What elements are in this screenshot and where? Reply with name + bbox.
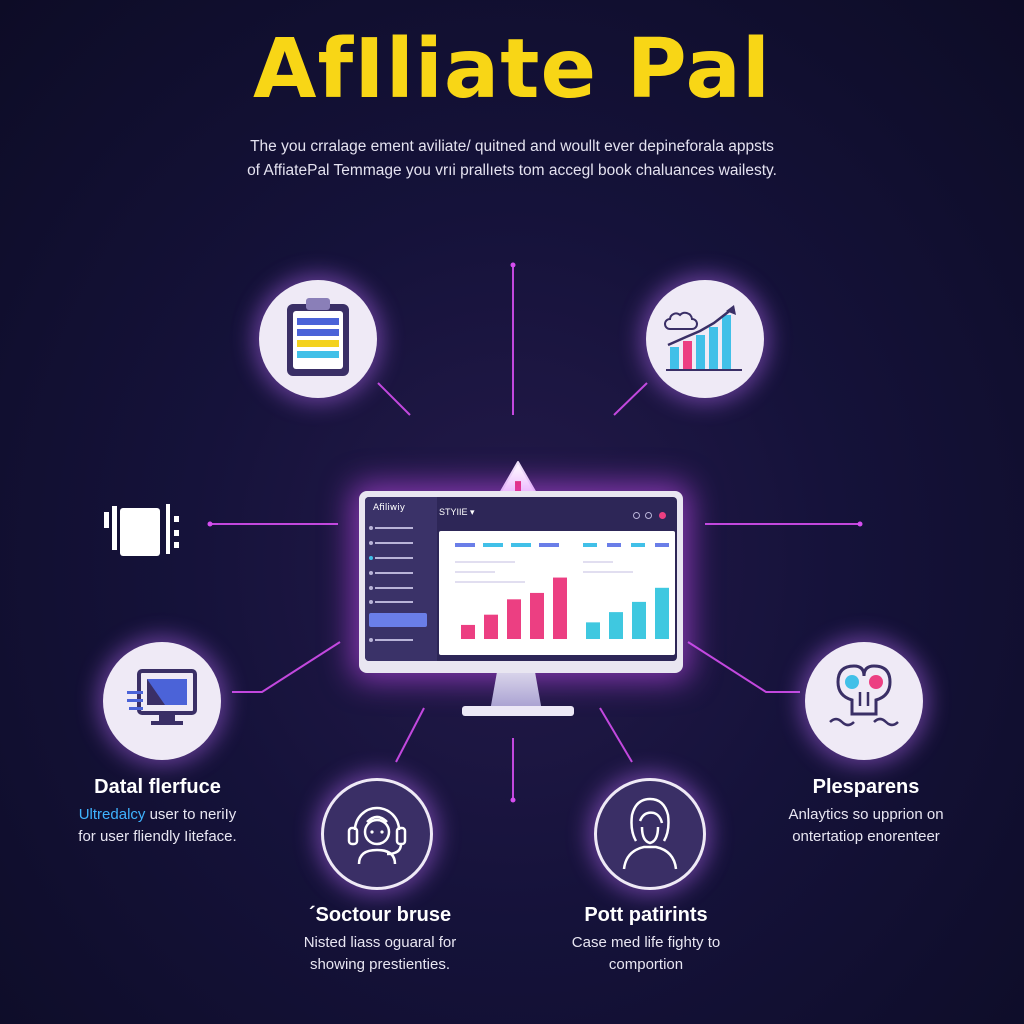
clipboard-node[interactable] — [259, 280, 377, 398]
analytics-desc-line-2: ontertatiop enorenteer — [792, 828, 940, 845]
chart-bar-cyan — [609, 612, 623, 639]
sidebar-bullet — [369, 541, 373, 545]
chart-bar-pink — [484, 614, 498, 639]
growth-chart-node[interactable] — [646, 280, 764, 398]
sidebar-bullet — [369, 571, 373, 575]
sidebar-bullet — [369, 600, 373, 604]
dashboard-brand: Afiliwiy — [373, 503, 406, 513]
sidebar-active-button[interactable] — [369, 613, 427, 627]
monitor-icon — [125, 667, 199, 736]
window-control-icon[interactable] — [645, 512, 652, 519]
sidebar-item[interactable] — [375, 557, 413, 559]
dashboard-screen: Afiliwiy STYIIE ▾ — [365, 497, 677, 661]
secure-desc-line-2: showing prestienties. — [309, 956, 451, 973]
device-node[interactable] — [100, 500, 200, 565]
sidebar-item[interactable] — [375, 601, 413, 603]
intro-text: The you crralage ement aviliate/ quitned… — [150, 135, 874, 183]
dashboard-tab-select[interactable]: STYIIE ▾ — [439, 507, 475, 517]
sidebar-bullet-active — [369, 556, 373, 560]
sidebar-bullet — [369, 638, 373, 642]
right-bar-series — [586, 587, 669, 639]
monitor-stand — [490, 673, 542, 709]
dashboard-sidebar: Afiliwiy — [365, 497, 437, 661]
chart-bar-cyan — [632, 601, 646, 639]
secure-node[interactable] — [321, 778, 433, 890]
data-interface-desc-line-1: Ultredalcy user to neriIy — [60, 804, 255, 826]
sidebar-item[interactable] — [375, 639, 413, 641]
device-icon — [100, 504, 200, 564]
portrait-node[interactable] — [594, 778, 706, 890]
headset-person-icon — [341, 796, 413, 873]
analytics-node[interactable] — [805, 642, 923, 760]
face-icon — [822, 662, 906, 741]
sidebar-item[interactable] — [375, 527, 413, 529]
portrait-desc-line-1: Case med life fighty to — [571, 934, 721, 951]
chart-bar-pink — [507, 599, 521, 639]
sidebar-bullet — [369, 526, 373, 530]
clipboard-icon — [284, 296, 352, 383]
portrait-title: Pott patirints — [584, 904, 708, 926]
chart-bar-pink — [553, 577, 567, 639]
analytics-desc-line-1: Anlaytics so upprion on — [788, 806, 944, 823]
secure-desc-line-1: Nisted liass oguaral for — [303, 934, 457, 951]
left-bar-series — [461, 577, 567, 639]
sidebar-item[interactable] — [375, 542, 413, 544]
data-interface-node[interactable] — [103, 642, 221, 760]
woman-portrait-icon — [614, 793, 686, 876]
sidebar-item[interactable] — [375, 572, 413, 574]
chart-bar-pink — [530, 592, 544, 639]
sidebar-bullet — [369, 586, 373, 590]
dashboard-panel — [439, 531, 675, 655]
portrait-desc-line-2: comportion — [608, 956, 684, 973]
analytics-title: Plesparens — [812, 776, 920, 798]
intro-line-2: of AffiatePal Temmage you vrıi prallıets… — [247, 162, 777, 179]
growth-chart-icon — [662, 301, 748, 378]
monitor-base — [462, 706, 574, 716]
secure-desc: Nisted liass oguaral for showing prestie… — [280, 932, 480, 976]
chart-bar-pink — [461, 624, 475, 639]
sidebar-item[interactable] — [375, 587, 413, 589]
window-close-icon[interactable] — [659, 512, 666, 519]
dashboard-monitor[interactable]: Afiliwiy STYIIE ▾ — [359, 491, 683, 673]
window-control-icon[interactable] — [633, 512, 640, 519]
desc-text: user to neriIy — [145, 806, 237, 823]
data-interface-title: Datal flerfuce — [94, 776, 221, 798]
page-title: AfIliate Pal — [253, 22, 771, 117]
data-interface-desc-line-2: for user fliendly Iiteface. — [78, 828, 237, 845]
intro-line-1: The you crralage ement aviliate/ quitned… — [250, 138, 774, 155]
chart-bar-cyan — [586, 622, 600, 639]
analytics-desc: Anlaytics so upprion on ontertatiop enor… — [756, 804, 976, 848]
dashboard-charts — [455, 543, 669, 639]
chart-bar-cyan — [655, 587, 669, 639]
desc-highlight: Ultredalcy — [78, 806, 146, 823]
secure-title: ´Soctour bruse — [308, 904, 452, 926]
data-interface-desc: Ultredalcy user to neriIy for user flien… — [60, 804, 255, 848]
portrait-desc: Case med life fighty to comportion — [546, 932, 746, 976]
